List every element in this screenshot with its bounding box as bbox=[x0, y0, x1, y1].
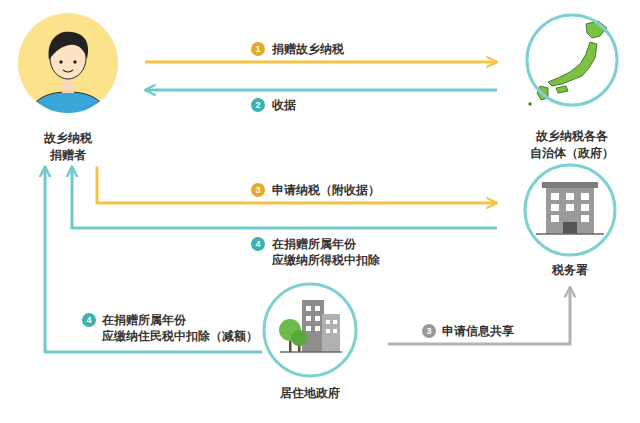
flow-arrow bbox=[145, 61, 497, 64]
callout-number: 4 bbox=[82, 313, 96, 327]
flow-arrow bbox=[388, 287, 570, 344]
callout-number: 3 bbox=[251, 183, 265, 197]
tax-office-icon bbox=[536, 182, 604, 234]
node-label: 故乡纳税各各 自治体（政府） bbox=[530, 128, 614, 162]
edge-label: 申请纳税（附收据） bbox=[270, 182, 382, 198]
flow-arrow bbox=[145, 89, 497, 92]
node-circle: 故乡纳税 捐赠者 bbox=[15, 10, 145, 167]
office-circle bbox=[525, 165, 615, 255]
flow-arrow bbox=[72, 167, 497, 228]
flow-arrow bbox=[97, 167, 497, 203]
callout-number: 2 bbox=[251, 98, 265, 112]
edge-label: 申请信息共享 bbox=[440, 323, 516, 339]
callout-number: 4 bbox=[251, 237, 265, 251]
callout-number: 1 bbox=[251, 42, 265, 56]
node-circle: 居住地政府 bbox=[262, 282, 388, 407]
flow-arrow bbox=[45, 167, 262, 352]
edge-label: 捐赠故乡纳税 bbox=[270, 41, 346, 57]
edge-label: 在捐赠所属年份 应缴纳住民税中扣除（减额） bbox=[100, 312, 260, 344]
node-circle: 税务署 bbox=[497, 165, 635, 287]
edge-label: 在捐赠所属年份 应缴纳所得税中扣除 bbox=[270, 236, 382, 268]
node-label: 故乡纳税 捐赠者 bbox=[44, 130, 92, 164]
node-label: 税务署 bbox=[552, 262, 588, 279]
node-label: 居住地政府 bbox=[280, 385, 340, 402]
edge-label: 收据 bbox=[270, 97, 298, 113]
residence-circle bbox=[264, 284, 356, 376]
node-circle: 故乡纳税各各 自治体（政府） bbox=[497, 10, 635, 166]
map-circle bbox=[527, 15, 617, 105]
callout-number: 3 bbox=[422, 324, 436, 338]
person-icon bbox=[28, 32, 108, 125]
city-hall-icon bbox=[279, 300, 342, 352]
